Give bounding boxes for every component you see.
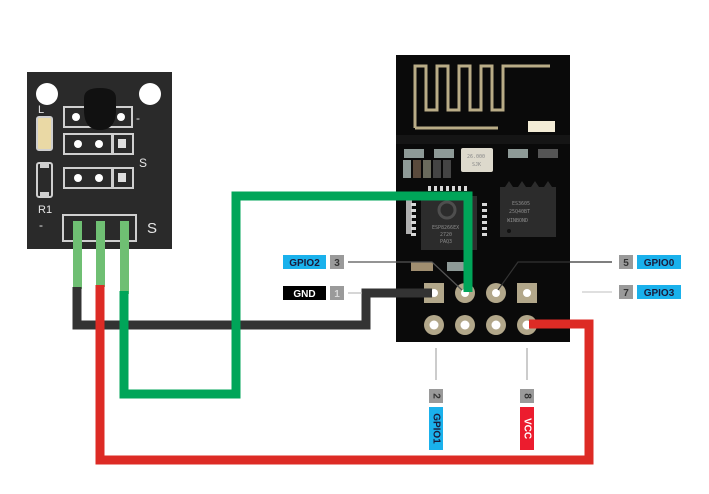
antenna-component (528, 121, 555, 132)
svg-text:VCC: VCC (521, 418, 532, 439)
sensor-pin-minus (73, 221, 82, 289)
chip-text-1: ESP8266EX (432, 225, 459, 231)
chip-text-2: 2720 (440, 232, 452, 238)
svg-text:5: 5 (623, 258, 629, 269)
callout-lines (348, 261, 612, 380)
led-component (36, 116, 53, 151)
crystal-component (461, 148, 493, 172)
sensor-module: L R1 - S - S (27, 72, 172, 294)
callout-line-gpio0 (497, 261, 612, 291)
wire-signal (119, 191, 473, 399)
sensor-pad-rows (63, 106, 134, 189)
wire-vcc (95, 285, 594, 465)
silk-led-label: L (38, 104, 44, 116)
callout-line-gpio2 (348, 261, 463, 291)
svg-text:GPIO2: GPIO2 (289, 258, 320, 269)
pin-label-gnd: GND 1 (283, 286, 344, 300)
crystal-text-1: 26.000 (467, 154, 485, 160)
silk-s-bottom: S (147, 220, 157, 237)
flash-text-1: WINBOND (507, 218, 528, 224)
esp01-header (424, 283, 537, 335)
svg-text:2: 2 (430, 393, 441, 399)
mounting-hole-left (36, 83, 58, 105)
pin-label-gpio0: 5 GPIO0 (619, 255, 681, 269)
passive-components (403, 149, 558, 178)
pin-label-vcc: 8 VCC (520, 389, 534, 450)
resistor-component (36, 162, 53, 198)
flash-chip: ES3605 25Q40BT WINBOND (500, 181, 556, 237)
svg-text:8: 8 (521, 393, 532, 399)
antenna-trace (413, 64, 550, 128)
svg-text:GND: GND (293, 289, 315, 300)
pin-label-gpio2: GPIO2 3 (283, 255, 344, 269)
svg-text:GPIO3: GPIO3 (644, 288, 675, 299)
flash-text-2: 25Q40BT (509, 209, 530, 215)
wire-gnd (72, 287, 432, 330)
wires (72, 191, 594, 465)
pin-label-gpio3: 7 GPIO3 (619, 285, 681, 299)
pin-label-gpio1: 2 GPIO1 (429, 389, 443, 450)
esp01-module: 26.000 SJK ESP8266EX 2720 PAQ3 ES3605 25… (396, 55, 570, 342)
flash-text-3: ES3605 (512, 201, 530, 207)
svg-text:7: 7 (623, 288, 629, 299)
svg-text:3: 3 (334, 258, 340, 269)
chip-text-3: PAQ3 (440, 239, 452, 245)
sensor-pin-vcc (96, 221, 105, 287)
svg-text:GPIO0: GPIO0 (644, 258, 675, 269)
silk-r1-label: R1 (38, 204, 52, 216)
mounting-hole-right (139, 83, 161, 105)
silk-minus-bottom: - (39, 218, 43, 232)
sensor-pin-s (120, 221, 129, 294)
temperature-sensor-icon (84, 88, 116, 130)
svg-text:GPIO1: GPIO1 (430, 413, 441, 444)
espressif-logo-icon (437, 200, 457, 220)
crystal-text-2: SJK (472, 162, 481, 168)
silk-s-mid: S (139, 156, 147, 170)
svg-text:1: 1 (334, 289, 340, 300)
silk-minus-top: - (136, 111, 140, 125)
